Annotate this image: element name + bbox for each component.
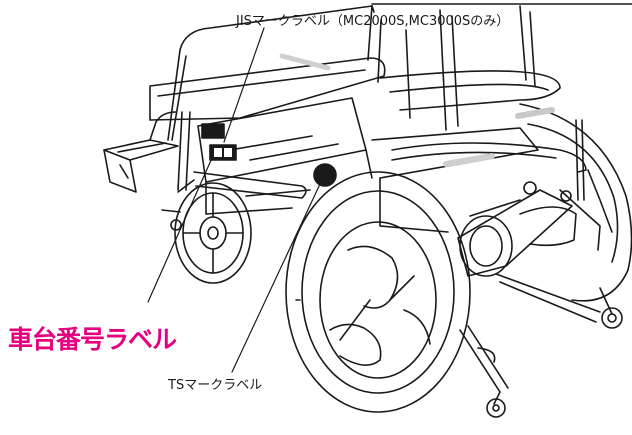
drive-wheel-right bbox=[519, 103, 632, 302]
footrest bbox=[103, 111, 179, 193]
serial-label-caption: 車台番号ラベル bbox=[8, 325, 177, 354]
motor-unit bbox=[457, 169, 623, 329]
rear-wheel bbox=[285, 171, 471, 413]
leg-tube bbox=[177, 111, 311, 199]
serial-label-marker bbox=[201, 123, 225, 139]
tread-marks bbox=[279, 53, 555, 167]
front-caster bbox=[161, 179, 252, 284]
backrest-frame bbox=[167, 5, 536, 141]
push-handle bbox=[391, 119, 587, 201]
jis-label-caption: JISマークラベル（MC2000S,MC3000Sのみ） bbox=[236, 14, 510, 29]
leader-lines bbox=[147, 27, 321, 373]
anti-tip-caster bbox=[459, 287, 613, 418]
ts-mark-dot bbox=[313, 163, 337, 187]
jis-label-marker bbox=[209, 144, 237, 161]
frame-body bbox=[197, 97, 539, 233]
ts-label-caption: TSマークラベル bbox=[168, 378, 263, 393]
armrest bbox=[149, 57, 561, 121]
